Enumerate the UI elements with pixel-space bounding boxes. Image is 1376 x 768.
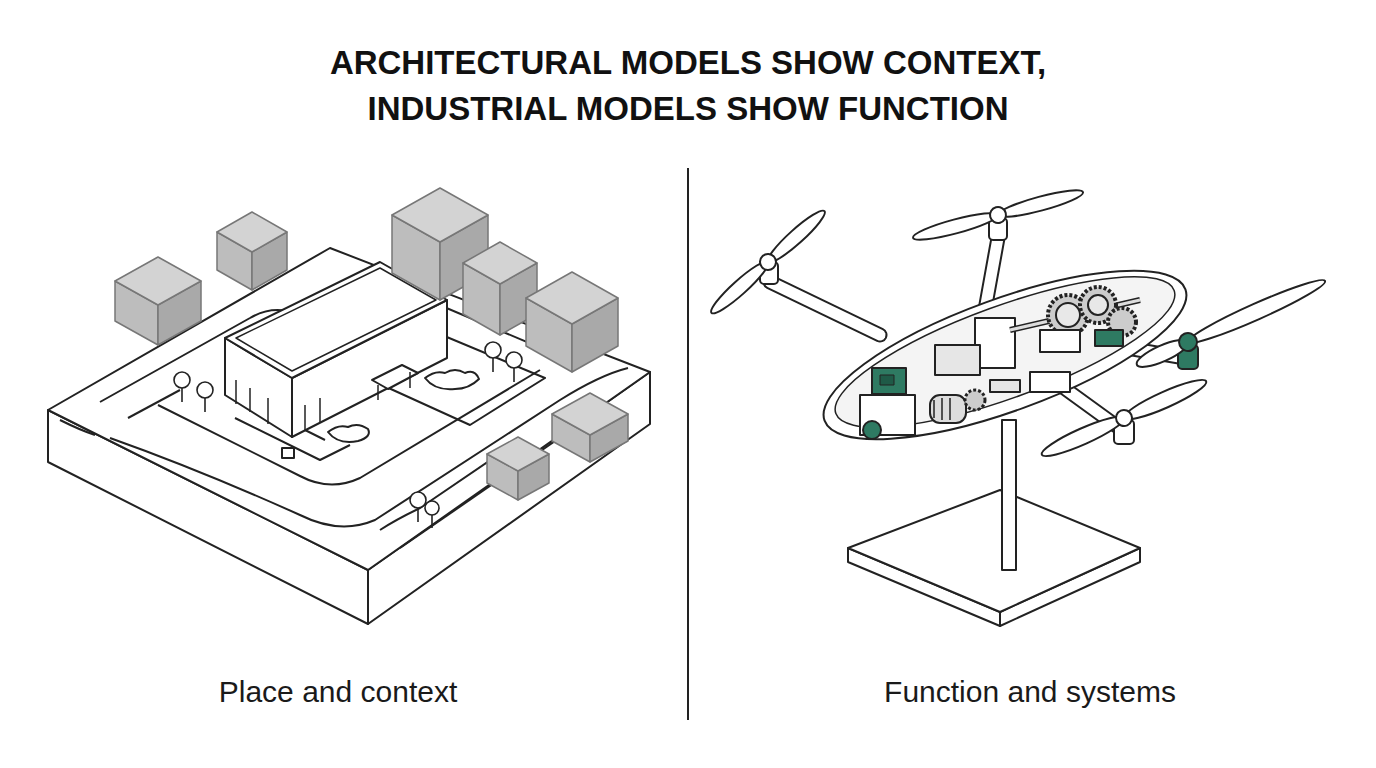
diagram-title: ARCHITECTURAL MODELS SHOW CONTEXT, INDUS… [248, 40, 1128, 132]
context-blocks [115, 188, 628, 500]
display-stand [848, 420, 1140, 626]
propellers [706, 184, 1329, 461]
panel-caption: Place and context [88, 675, 588, 709]
panel-caption: Function and systems [780, 675, 1280, 709]
drone-body [805, 237, 1204, 474]
site-model [48, 248, 650, 624]
divider-line [688, 168, 689, 720]
